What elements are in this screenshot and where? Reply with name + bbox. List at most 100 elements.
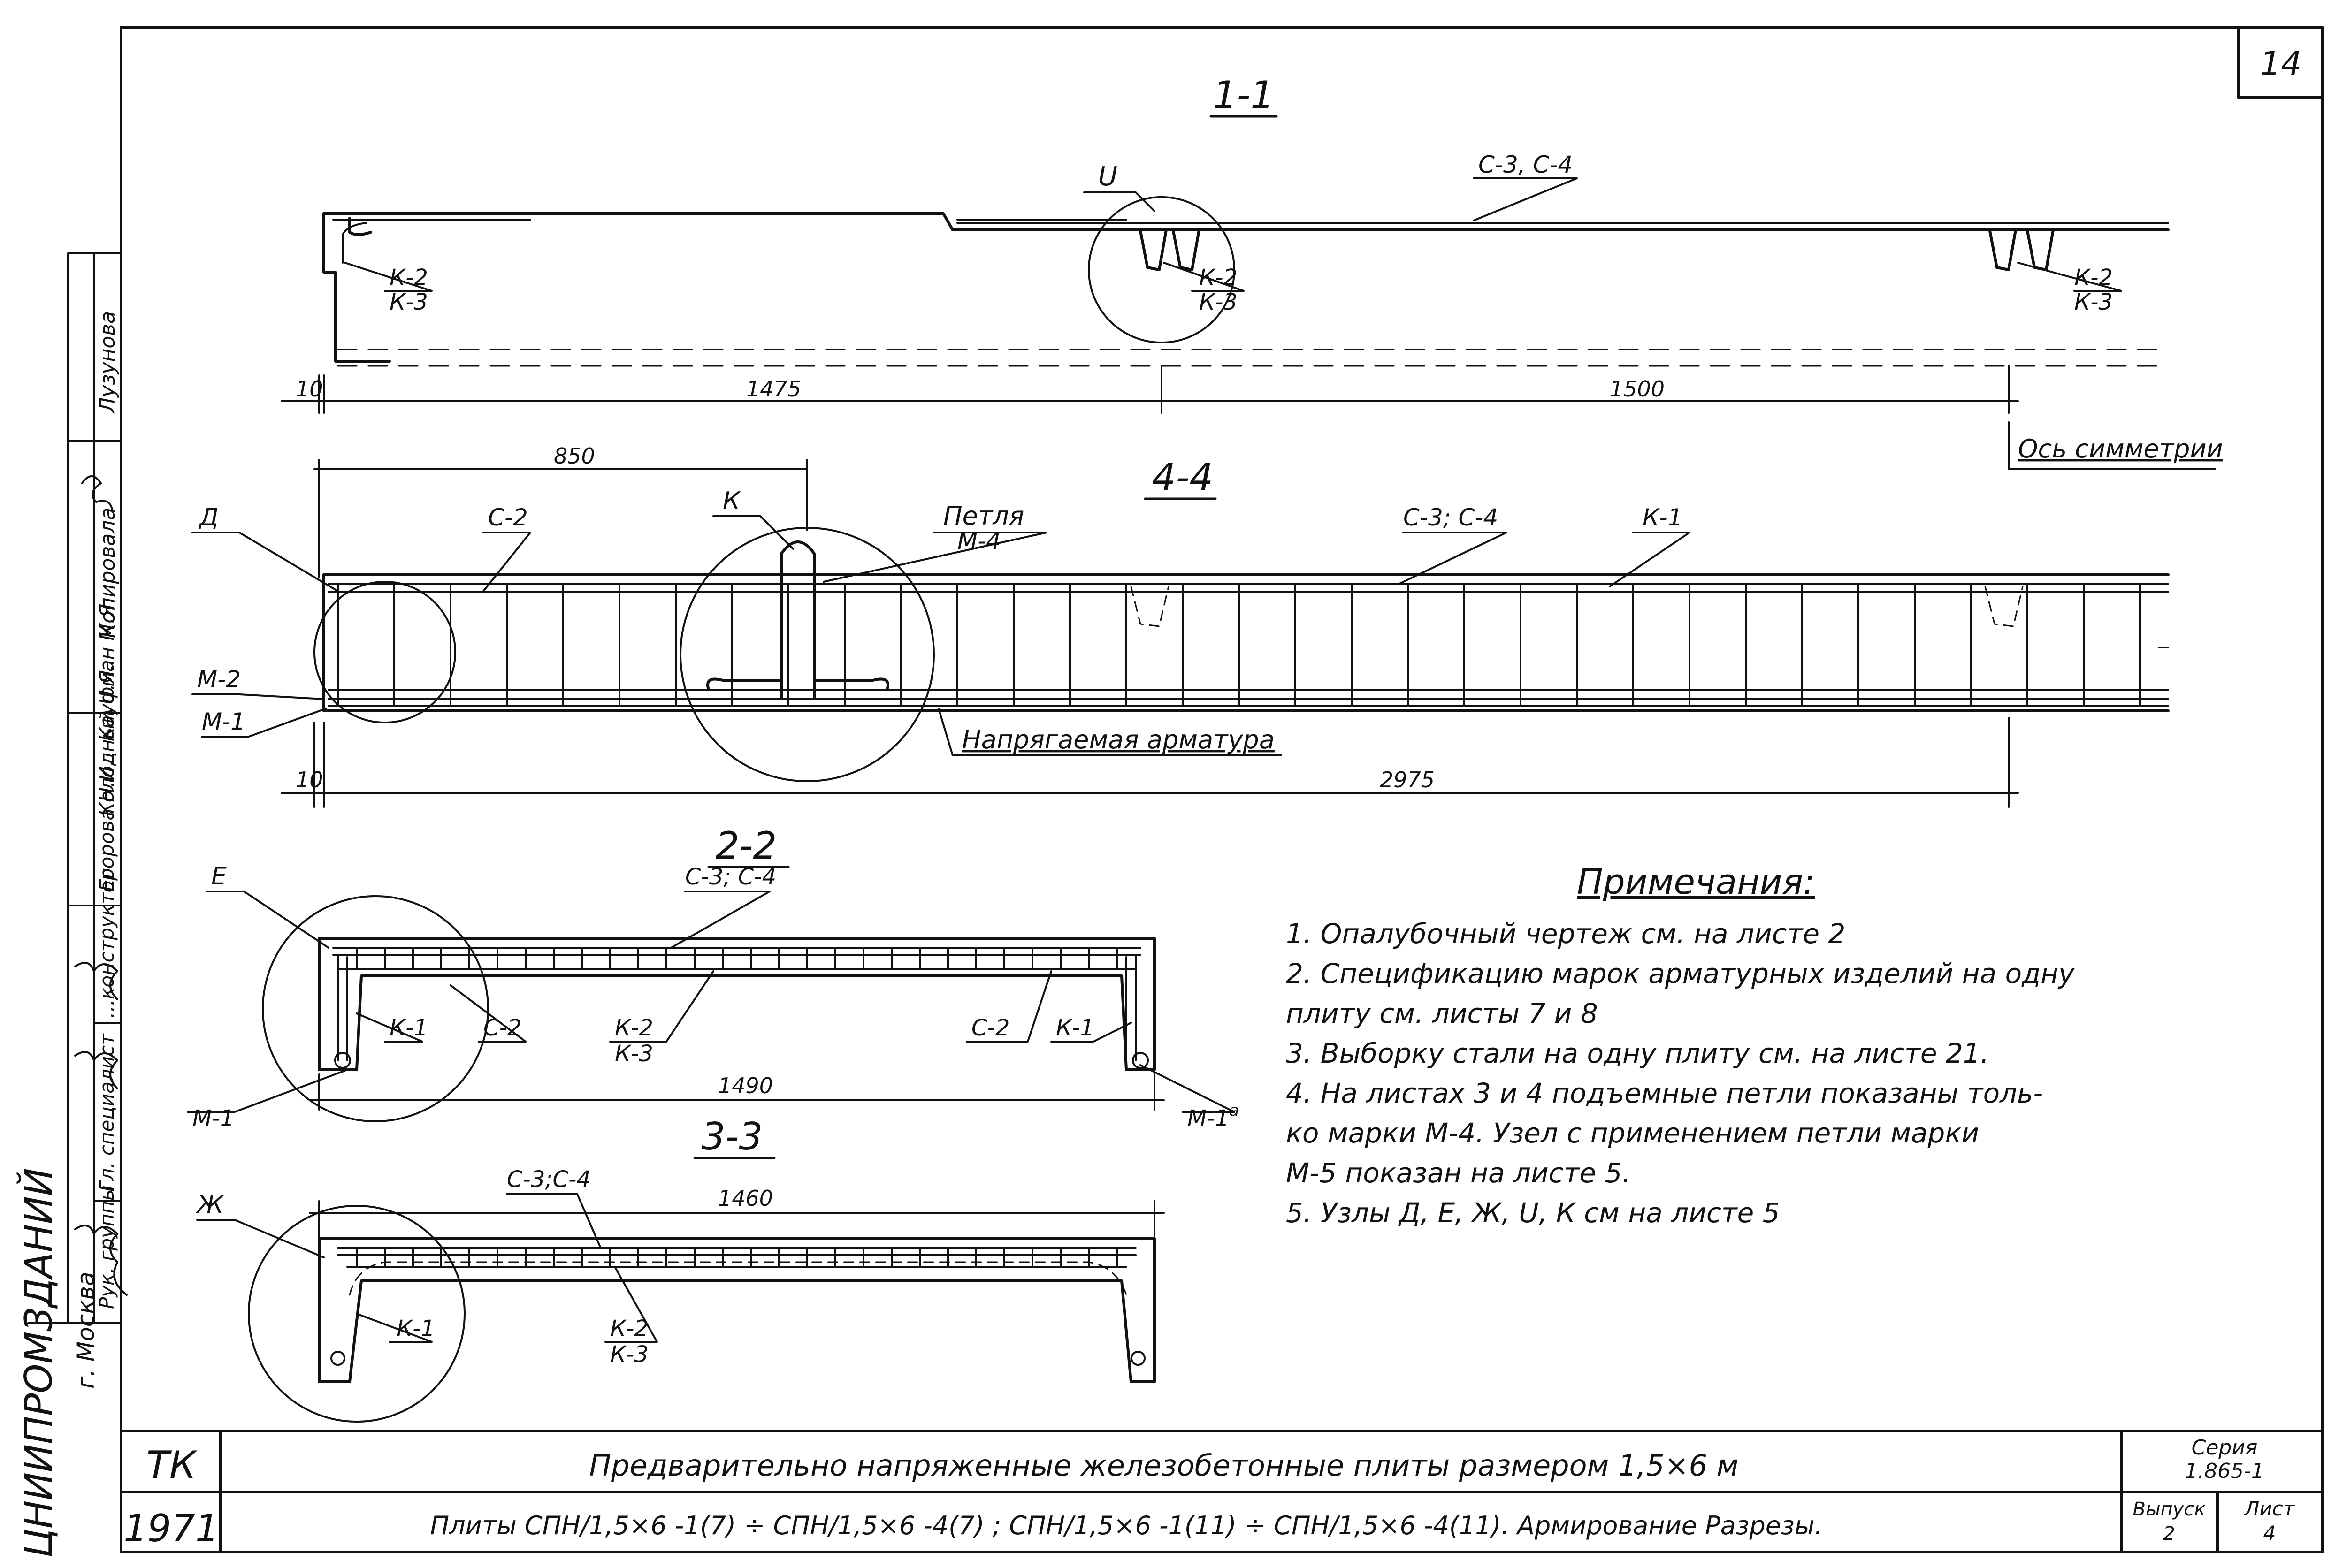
slab-outline (322, 212, 2170, 363)
label-c34: С-3, С-4 (1478, 151, 1573, 178)
label-k1b: К-1 (1056, 1015, 1094, 1041)
dimension-lines (309, 1073, 1165, 1111)
hidden-lines (337, 349, 2169, 367)
stamp-name-1: Колодный U.Я. (95, 664, 118, 816)
label-e: Е (211, 862, 227, 891)
stirrups (356, 947, 1118, 970)
dimension-lines (281, 365, 2216, 470)
note-line-7: 5. Узлы Д, Е, Ж, U, К см на листе 5 (1286, 1197, 1780, 1229)
slab-outline (318, 937, 1156, 1071)
stamp-copied-name: Лузунова (96, 311, 120, 414)
tendon-right (1132, 1052, 1149, 1069)
rebar-lines (332, 947, 1141, 1061)
label-m1: М-1 (192, 1105, 234, 1132)
dim-850: 850 (554, 443, 595, 469)
side-stamp (27, 252, 122, 1324)
issue-value: 2 (2163, 1523, 2175, 1545)
section-title: 2-2 (716, 824, 777, 868)
label-prestressed: Напрягаемая арматура (962, 725, 1275, 754)
label-d: Д (199, 503, 219, 532)
leaders (344, 177, 2122, 292)
label-u: U (1098, 161, 1117, 192)
stirrups (356, 1247, 1118, 1268)
leaders (191, 515, 1690, 756)
issue-label: Выпуск (2133, 1499, 2206, 1520)
rebar-lines (337, 1247, 1137, 1268)
dimension-lines (281, 459, 2019, 808)
label-k2: К-2 (615, 1015, 653, 1041)
label-c2b: С-2 (971, 1015, 1009, 1041)
node-d-circle (313, 581, 456, 723)
series-value: 1.865-1 (2185, 1459, 2264, 1483)
note-line-4: 4. На листах 3 и 4 подъемные петли показ… (1286, 1077, 2043, 1109)
section-3-3: 3-3 Ж С-3;С-4 К-1 К-2 К-3 (196, 1115, 1165, 1423)
dim-10: 10 (296, 767, 323, 792)
section-2-2: 2-2 Е С-3; С-4 К-1 С-2 (187, 824, 1239, 1132)
label-k1: К-1 (1643, 504, 1682, 531)
leaders (196, 1193, 658, 1343)
note-line-1: 2. Спецификацию марок арматурных изделий… (1286, 958, 2075, 990)
label-c34: С-3;С-4 (507, 1166, 591, 1193)
label-c34: С-3; С-4 (685, 864, 776, 890)
section-title: 4-4 (1152, 456, 1214, 499)
stamp-city: г. Москва (72, 1271, 99, 1389)
dim-1490: 1490 (718, 1073, 773, 1098)
tendon-left (334, 1052, 351, 1069)
label-k3b: К-3 (1199, 289, 1238, 315)
sheet-number: 14 (2260, 45, 2301, 83)
sheet-label: Лист (2244, 1497, 2295, 1520)
dim-2975: 2975 (1380, 767, 1435, 792)
notes-block: Примечания: 1. Опалубочный чертеж см. на… (1286, 862, 2075, 1229)
notes-heading: Примечания: (1577, 862, 1815, 902)
stamp-name-0: Егорова Н.И. (95, 760, 118, 891)
slab-outline (318, 1237, 1156, 1383)
hidden-lines (349, 1261, 1127, 1296)
section-title: 1-1 (1213, 73, 1275, 117)
series-label: Серия (2192, 1436, 2258, 1460)
tendon-right (1131, 1351, 1146, 1366)
section-title: 3-3 (702, 1115, 763, 1158)
note-line-2: плиту см. листы 7 и 8 (1286, 997, 1598, 1029)
dim-1500: 1500 (1610, 376, 1665, 402)
node-e-circle (262, 895, 489, 1122)
note-line-3: 3. Выборку стали на одну плиту см. на ли… (1286, 1037, 1989, 1069)
dimension-lines (309, 1200, 1165, 1240)
tendon-left (330, 1351, 345, 1366)
label-k2b: К-2 (1199, 265, 1238, 291)
label-k1a: К-1 (390, 1015, 428, 1041)
drawing-subtitle: Плиты СПН/1,5×6 -1(7) ÷ СПН/1,5×6 -4(7) … (430, 1511, 1823, 1540)
stamp-organization: ЦНИИПРОМЗДАНИЙ (16, 1168, 61, 1558)
axis-of-symmetry: Ось симметрии (2018, 434, 2223, 464)
lifting-loop (706, 540, 889, 700)
dim-1460: 1460 (718, 1186, 773, 1211)
stamp-name-2: Кауфман М.Я. (95, 597, 118, 741)
stirrups (337, 583, 2141, 707)
label-k2: К-2 (610, 1316, 649, 1342)
rebar-lines (328, 583, 2169, 707)
label-k2c: К-2 (2074, 265, 2113, 291)
rebar-top (332, 219, 2169, 264)
section-1-1: 1-1 U С-3, (281, 73, 2223, 470)
sheet-frame (120, 26, 2324, 1553)
rib-hidden (1130, 586, 2169, 648)
org-code: ТК (146, 1443, 198, 1487)
dim-1475: 1475 (746, 376, 801, 402)
label-k1: К-1 (397, 1316, 435, 1342)
node-zh-circle (248, 1205, 466, 1423)
label-m1a: М-1а (1187, 1101, 1239, 1132)
label-zh: Ж (196, 1191, 224, 1219)
label-k3: К-3 (610, 1341, 649, 1368)
label-c34: С-3; С-4 (1403, 504, 1498, 531)
label-loop: Петля (943, 501, 1024, 531)
note-line-6: М-5 показан на листе 5. (1286, 1157, 1631, 1189)
label-c2a: С-2 (483, 1015, 521, 1041)
node-u-circle (1088, 196, 1235, 343)
note-line-0: 1. Опалубочный чертеж см. на листе 2 (1286, 918, 1845, 950)
label-loop-mark: М-4 (957, 527, 1001, 555)
stamp-copied-label: Копировала (96, 508, 120, 638)
stamp-role-2: ...конструктор (95, 868, 118, 1018)
title-block: ТК 1971 Предварительно напряженные желез… (123, 1436, 2295, 1550)
year: 1971 (123, 1507, 219, 1550)
leaders (187, 891, 1235, 1113)
